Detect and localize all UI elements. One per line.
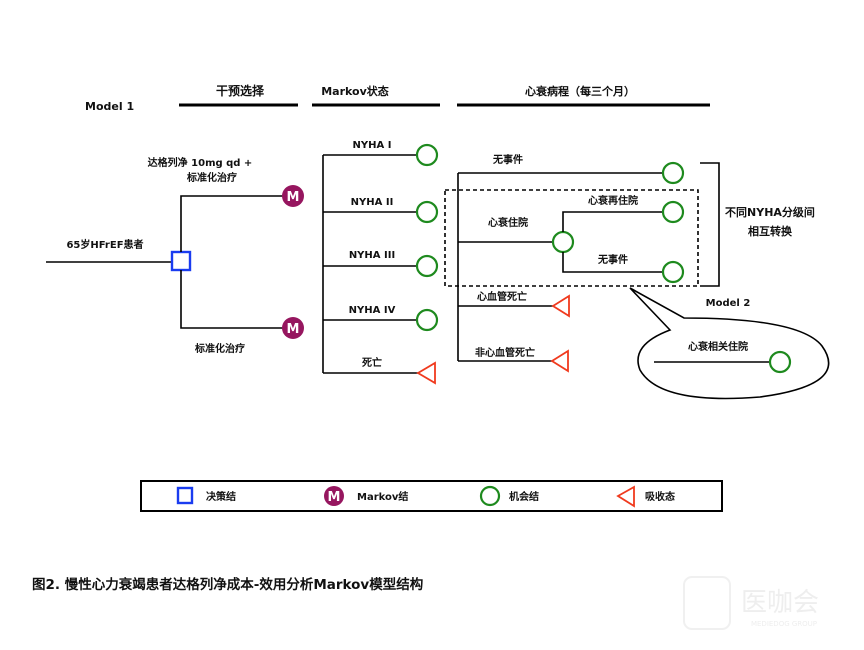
state-label-nyha2: NYHA II — [351, 197, 394, 208]
course-wire-rehosp — [562, 211, 663, 232]
state-label-nyha1: NYHA I — [353, 140, 392, 151]
decision-node — [170, 250, 192, 272]
course-label-rehosp: 心衰再住院 — [588, 194, 638, 207]
header-hf-course: 心衰病程（每三个月） — [525, 84, 635, 98]
legend-label-decision: 决策结 — [206, 490, 236, 503]
arm-standard-wire — [180, 270, 283, 329]
markov-node-icon: M — [282, 317, 304, 339]
state-label-nyha4: NYHA IV — [349, 305, 396, 316]
absorbing-node-icon — [550, 349, 569, 373]
nyha-transition-bracket — [700, 162, 720, 287]
course-label-no-event: 无事件 — [492, 153, 523, 166]
absorbing-triangle-icon — [616, 485, 635, 508]
legend-label-markov: Markov结 — [357, 490, 408, 503]
state-label-death: 死亡 — [362, 356, 382, 369]
arm-dapagliflozin-wire — [180, 195, 283, 252]
course-label-non-cv-death: 非心血管死亡 — [475, 346, 535, 359]
arm-dapagliflozin-label-2: 标准化治疗 — [186, 171, 237, 184]
bracket-note-line2: 相互转换 — [748, 224, 793, 238]
chance-node-icon — [415, 308, 439, 332]
chance-node-icon — [415, 143, 439, 167]
arm-dapagliflozin-label-1: 达格列净 10mg qd + — [148, 156, 253, 169]
absorbing-node-icon — [416, 361, 436, 385]
chance-node-icon — [661, 161, 685, 185]
bracket-note-line1: 不同NYHA分级间 — [725, 205, 815, 219]
svg-text:MEDIEDOG GROUP: MEDIEDOG GROUP — [751, 620, 817, 628]
watermark-logo: 医咖会 MEDIEDOG GROUP — [683, 576, 819, 630]
svg-text:M: M — [287, 190, 300, 205]
arm-standard-label: 标准化治疗 — [194, 342, 245, 355]
svg-text:M: M — [328, 490, 341, 505]
markov-node-icon: M — [324, 486, 344, 506]
header-intervention: 干预选择 — [216, 83, 265, 98]
header-markov-states: Markov状态 — [321, 84, 389, 98]
svg-text:医咖会: 医咖会 — [741, 588, 819, 618]
model2-label: Model 2 — [706, 298, 751, 309]
legend-label-chance: 机会结 — [509, 490, 539, 503]
course-label-hf-hosp: 心衰住院 — [488, 216, 528, 229]
chance-circle-icon — [479, 485, 501, 507]
chance-node-icon — [768, 350, 792, 374]
course-label-sub-no-event: 无事件 — [597, 253, 628, 266]
root-label: 65岁HFrEF患者 — [66, 238, 143, 251]
chance-node-icon — [551, 230, 575, 254]
legend-label-absorbing: 吸收态 — [645, 490, 675, 503]
decision-square-icon — [176, 486, 194, 505]
chance-node-icon — [415, 254, 439, 278]
figure-caption: 图2. 慢性心力衰竭患者达格列净成本-效用分析Markov模型结构 — [32, 576, 423, 593]
course-label-cv-death: 心血管死亡 — [477, 290, 527, 303]
chance-node-icon — [415, 200, 439, 224]
absorbing-node-icon — [551, 294, 570, 318]
legend-box — [140, 480, 723, 512]
model1-label: Model 1 — [85, 100, 134, 113]
state-label-nyha3: NYHA III — [349, 250, 395, 261]
chance-node-icon — [661, 200, 685, 224]
markov-node-icon: M — [282, 185, 304, 207]
hf-hospitalization-dashed-box — [444, 189, 699, 287]
chance-node-icon — [661, 260, 685, 284]
svg-text:M: M — [287, 322, 300, 337]
course-wire-sub-no-event — [562, 252, 663, 273]
model2-branch-label: 心衰相关住院 — [688, 340, 748, 353]
